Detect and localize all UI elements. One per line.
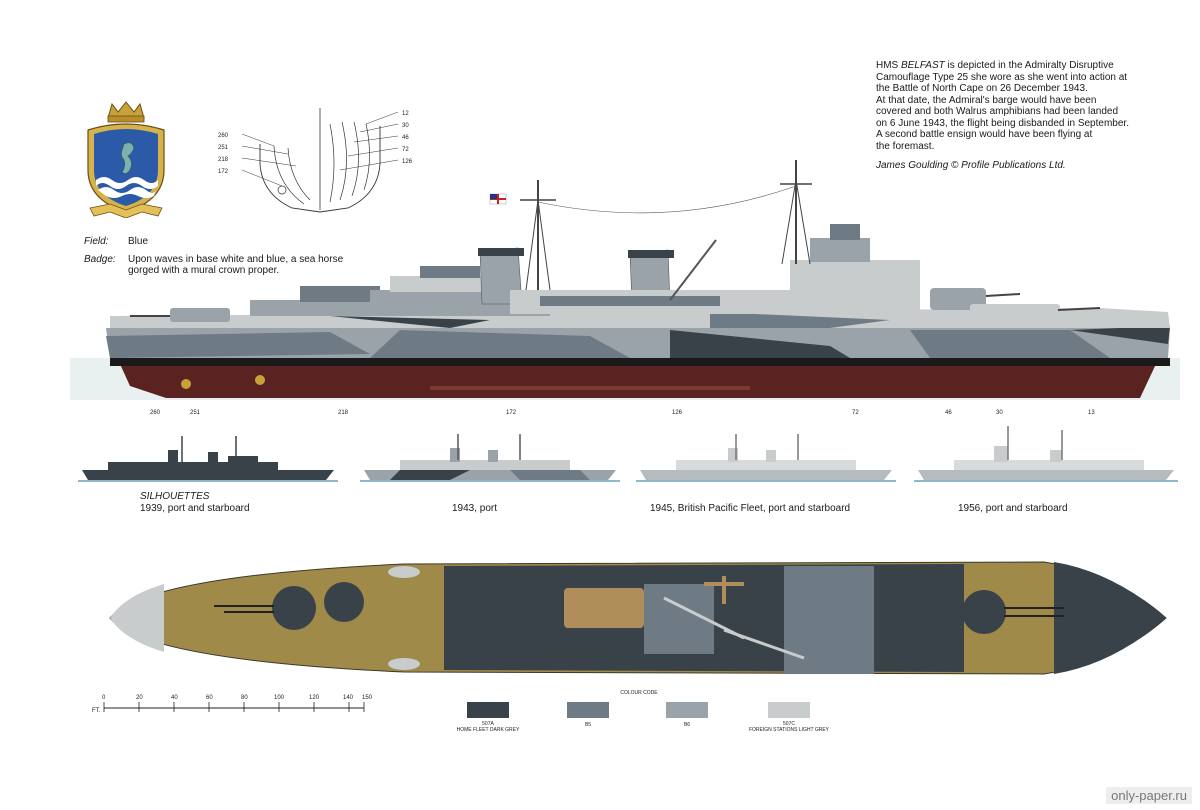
caption-line: the foremast.: [876, 140, 935, 152]
frame-number: 251: [190, 410, 201, 416]
illustration-caption: HMS BELFAST is depicted in the Admiralty…: [876, 60, 1176, 172]
badge-field-line: Field: Blue: [84, 236, 148, 247]
colour-swatch: [666, 702, 708, 718]
badge-value-1: Upon waves in base white and blue, a sea…: [128, 254, 344, 265]
scale-tick: 100: [274, 695, 285, 701]
badge-description: Badge: Upon waves in base white and blue,…: [84, 254, 343, 276]
scale-tick: 0: [102, 695, 106, 701]
section-number-right: 72: [402, 147, 409, 153]
frame-number: 218: [338, 410, 349, 416]
section-number-right: 12: [402, 111, 409, 117]
colour-swatch: [768, 702, 810, 718]
silhouettes-heading: SILHOUETTES: [140, 491, 210, 502]
field-key: Field:: [84, 236, 109, 247]
site-watermark: only-paper.ru: [1106, 787, 1192, 804]
caption-line: the Battle of North Cape on 26 December …: [876, 83, 1088, 94]
scale-bar: FT. 0 20 40 60 80 100 120 140 150: [92, 695, 373, 714]
colour-swatch-name: FOREIGN STATIONS LIGHT GREY: [748, 727, 829, 733]
frame-number: 13: [1088, 410, 1095, 416]
frame-number: 72: [852, 410, 859, 416]
scale-tick: 80: [241, 695, 248, 701]
colour-swatch-name: HOME FLEET DARK GREY: [456, 727, 520, 733]
frame-number: 126: [672, 410, 683, 416]
frame-number: 260: [150, 410, 161, 416]
silhouette-1956: [914, 426, 1178, 482]
colour-swatch-code: 507C: [783, 721, 795, 727]
scale-tick: 40: [171, 695, 178, 701]
silhouette-1939: [78, 436, 338, 482]
caption-line: A second battle ensign would have been f…: [876, 129, 1093, 140]
ship-crest-badge: [87, 101, 165, 218]
frame-number: 30: [996, 410, 1003, 416]
caption-line1-pre: HMS: [876, 60, 901, 71]
hull-section-diagram: 260 251 218 172 12 30 46 72 126: [218, 108, 413, 213]
scale-unit: FT.: [92, 708, 101, 714]
scale-tick: 120: [309, 695, 320, 701]
scale-tick: 150: [362, 695, 373, 701]
section-number-left: 218: [218, 157, 229, 163]
silhouette-1943: [360, 434, 620, 482]
silhouette-label: 1943, port: [452, 503, 498, 514]
field-value: Blue: [128, 236, 149, 247]
scale-tick: 20: [136, 695, 143, 701]
silhouette-label: 1956, port and starboard: [958, 503, 1068, 514]
frame-number: 172: [506, 410, 517, 416]
colour-swatch: [567, 702, 609, 718]
colour-swatch: [467, 702, 509, 718]
scale-tick: 140: [343, 695, 354, 701]
silhouette-label: 1939, port and starboard: [140, 503, 250, 514]
scale-tick: 60: [206, 695, 213, 701]
colour-swatch-code: B6: [683, 722, 691, 728]
colour-swatch-code: B5: [584, 722, 592, 728]
badge-key: Badge:: [84, 254, 116, 265]
caption-ship-name: BELFAST: [901, 60, 945, 71]
section-number-left: 172: [218, 169, 229, 175]
ship-plan-view: [109, 561, 1167, 675]
badge-value-2: gorged with a mural crown proper.: [128, 265, 280, 276]
caption-line: Camouflage Type 25 she wore as she went …: [876, 71, 1128, 83]
artist-credit: James Goulding © Profile Publications Lt…: [876, 160, 1066, 171]
section-number-left: 251: [218, 145, 229, 151]
silhouette-label: 1945, British Pacific Fleet, port and st…: [650, 503, 851, 514]
colour-code-title: COLOUR CODE: [620, 690, 658, 696]
section-number-right: 126: [402, 159, 413, 165]
colour-swatch-code: 507A: [482, 721, 494, 727]
frame-number: 46: [945, 410, 952, 416]
caption-line: At that date, the Admiral's barge would …: [876, 94, 1097, 106]
section-number-right: 30: [402, 123, 409, 129]
caption-line1-post: is depicted in the Admiralty Disruptive: [944, 60, 1114, 71]
silhouette-1945: [636, 434, 896, 482]
caption-line: covered and both Walrus amphibians had b…: [876, 106, 1119, 117]
ship-profile-view: [70, 160, 1180, 400]
caption-line: on 6 June 1943, the flight being disband…: [876, 117, 1129, 129]
section-number-left: 260: [218, 133, 229, 139]
section-number-right: 46: [402, 135, 409, 141]
